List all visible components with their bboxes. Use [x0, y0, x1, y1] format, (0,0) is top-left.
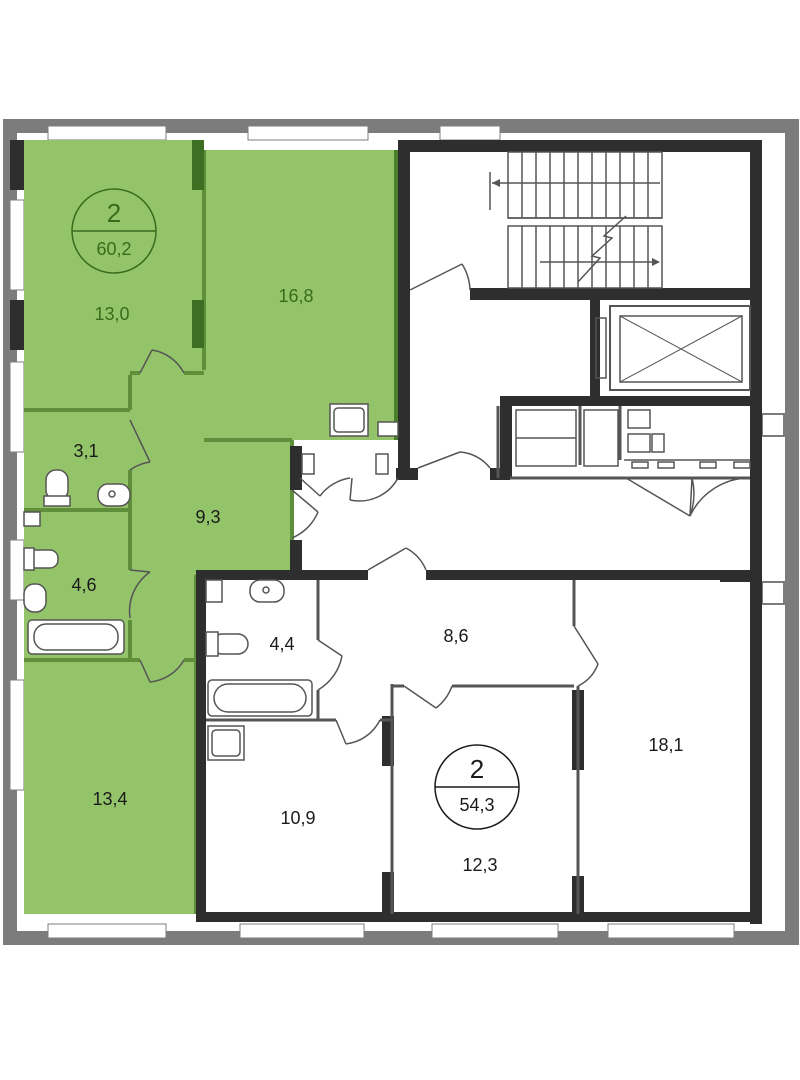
- room-label-b-room-1: 10,9: [280, 808, 315, 828]
- room-label-a-bedroom-1: 13,0: [94, 304, 129, 324]
- fixtures: [23, 403, 399, 761]
- utility-cabinets: [515, 409, 751, 469]
- apartment-b-area: 54,3: [459, 795, 494, 815]
- apartment-a-area: 60,2: [96, 239, 131, 259]
- room-label-a-bedroom-2: 13,4: [92, 789, 127, 809]
- room-label-a-bath: 4,6: [71, 575, 96, 595]
- elevator-icon: [595, 305, 751, 391]
- apartment-a-area: [24, 140, 404, 914]
- outer-frame: [3, 119, 799, 945]
- thin-partitions: [206, 406, 750, 914]
- room-label-b-bath: 4,4: [269, 634, 294, 654]
- apartment-b-badge: 2 54,3: [434, 744, 520, 830]
- room-label-b-hall: 8,6: [443, 626, 468, 646]
- room-label-c-room: 18,1: [648, 735, 683, 755]
- apartment-a-rooms: 2: [107, 198, 121, 228]
- apartment-b-rooms: 2: [470, 754, 484, 784]
- room-label-a-toilet: 3,1: [73, 441, 98, 461]
- walls: [10, 140, 762, 924]
- room-label-a-hall: 9,3: [195, 507, 220, 527]
- apartment-a-badge: 2 60,2: [71, 188, 157, 274]
- room-label-b-room-2: 12,3: [462, 855, 497, 875]
- room-labels: 13,0 16,8 3,1 9,3 4,6 13,4 4,4 8,6 10,9 …: [71, 286, 683, 875]
- room-label-a-living: 16,8: [278, 286, 313, 306]
- doors: [128, 263, 751, 745]
- staircase: [489, 151, 663, 289]
